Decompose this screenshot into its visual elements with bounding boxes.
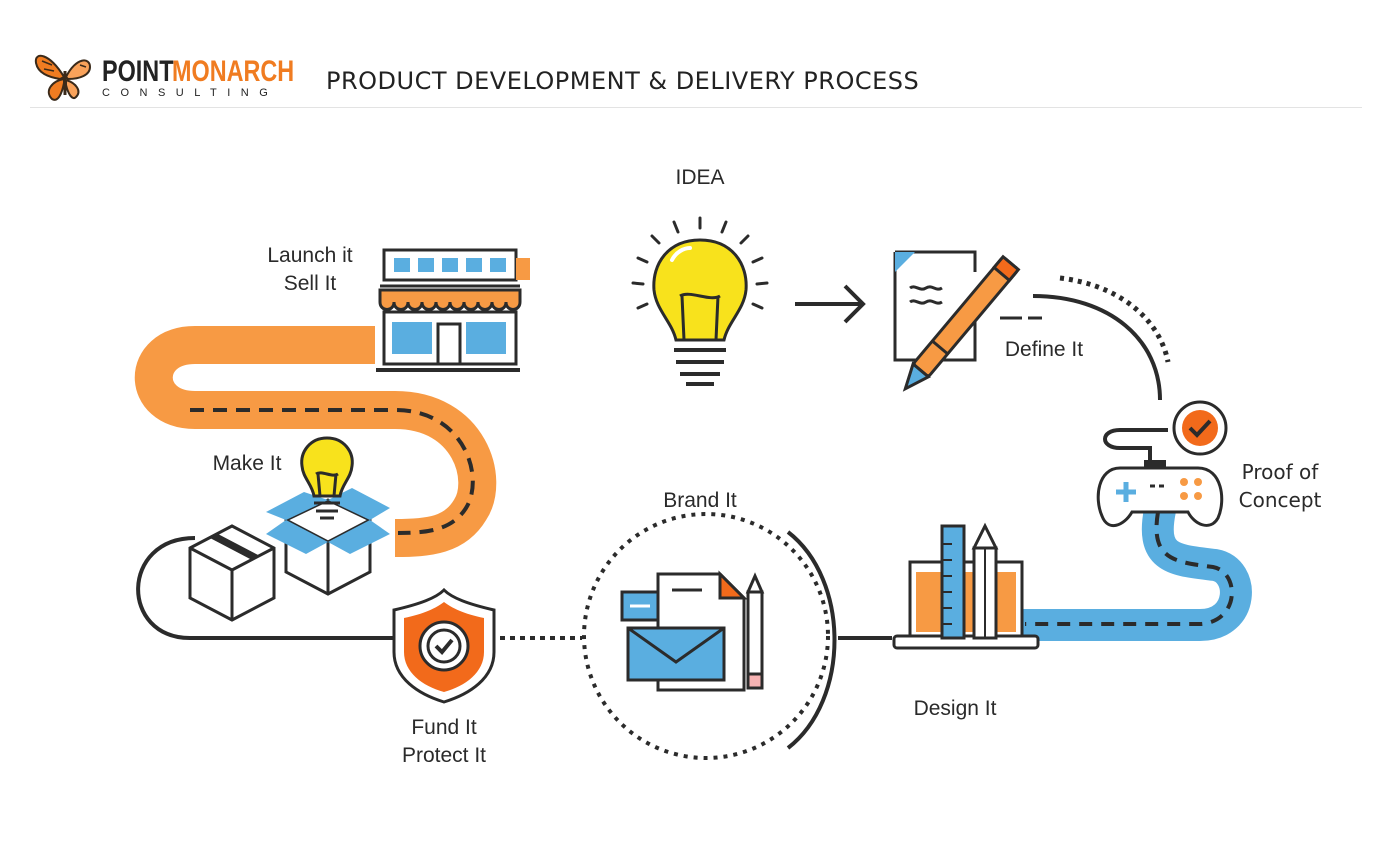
storefront-icon bbox=[376, 248, 530, 372]
logo-subtitle: CONSULTING bbox=[102, 87, 279, 99]
header: POINT MONARCH CONSULTING PRODUCT DEVELOP… bbox=[30, 45, 1362, 108]
label-design-it: Design It bbox=[913, 697, 997, 720]
label-define-it: Define It bbox=[1004, 338, 1084, 361]
label-proof-line2: Concept bbox=[1238, 488, 1322, 512]
page-title: PRODUCT DEVELOPMENT & DELIVERY PROCESS bbox=[326, 67, 920, 95]
design-laptop-icon bbox=[892, 522, 1040, 650]
label-proof-of-concept: Proof of Concept bbox=[1222, 458, 1338, 514]
game-controller-icon bbox=[1096, 400, 1228, 527]
orange-road bbox=[134, 326, 497, 557]
connector-lines bbox=[136, 275, 1171, 640]
label-fund-line2: Protect It bbox=[401, 744, 487, 767]
label-proof-line1: Proof of bbox=[1241, 460, 1319, 484]
label-launch-line1: Launch it bbox=[267, 244, 353, 267]
label-launch-sell: Launch it Sell It bbox=[254, 242, 366, 298]
label-idea: IDEA bbox=[675, 166, 725, 189]
make-lightbulb-icon bbox=[300, 436, 354, 520]
boxes-icon bbox=[188, 488, 390, 622]
label-brand-it: Brand It bbox=[663, 489, 737, 512]
label-launch-line2: Sell It bbox=[283, 272, 337, 295]
shield-icon bbox=[392, 587, 496, 704]
blue-road bbox=[1020, 506, 1252, 641]
label-make-it: Make It bbox=[212, 452, 282, 475]
label-fund-line1: Fund It bbox=[411, 716, 477, 739]
idea-lightbulb-icon bbox=[631, 216, 769, 386]
document-pen-icon bbox=[893, 250, 1042, 392]
logo-word-point: POINT bbox=[102, 55, 174, 88]
arrow-right-icon bbox=[795, 284, 866, 324]
brand-envelope-icon bbox=[582, 512, 837, 760]
logo: POINT MONARCH CONSULTING bbox=[30, 45, 300, 105]
label-fund-protect: Fund It Protect It bbox=[388, 714, 500, 770]
butterfly-icon bbox=[34, 54, 92, 101]
logo-word-monarch: MONARCH bbox=[172, 55, 295, 88]
